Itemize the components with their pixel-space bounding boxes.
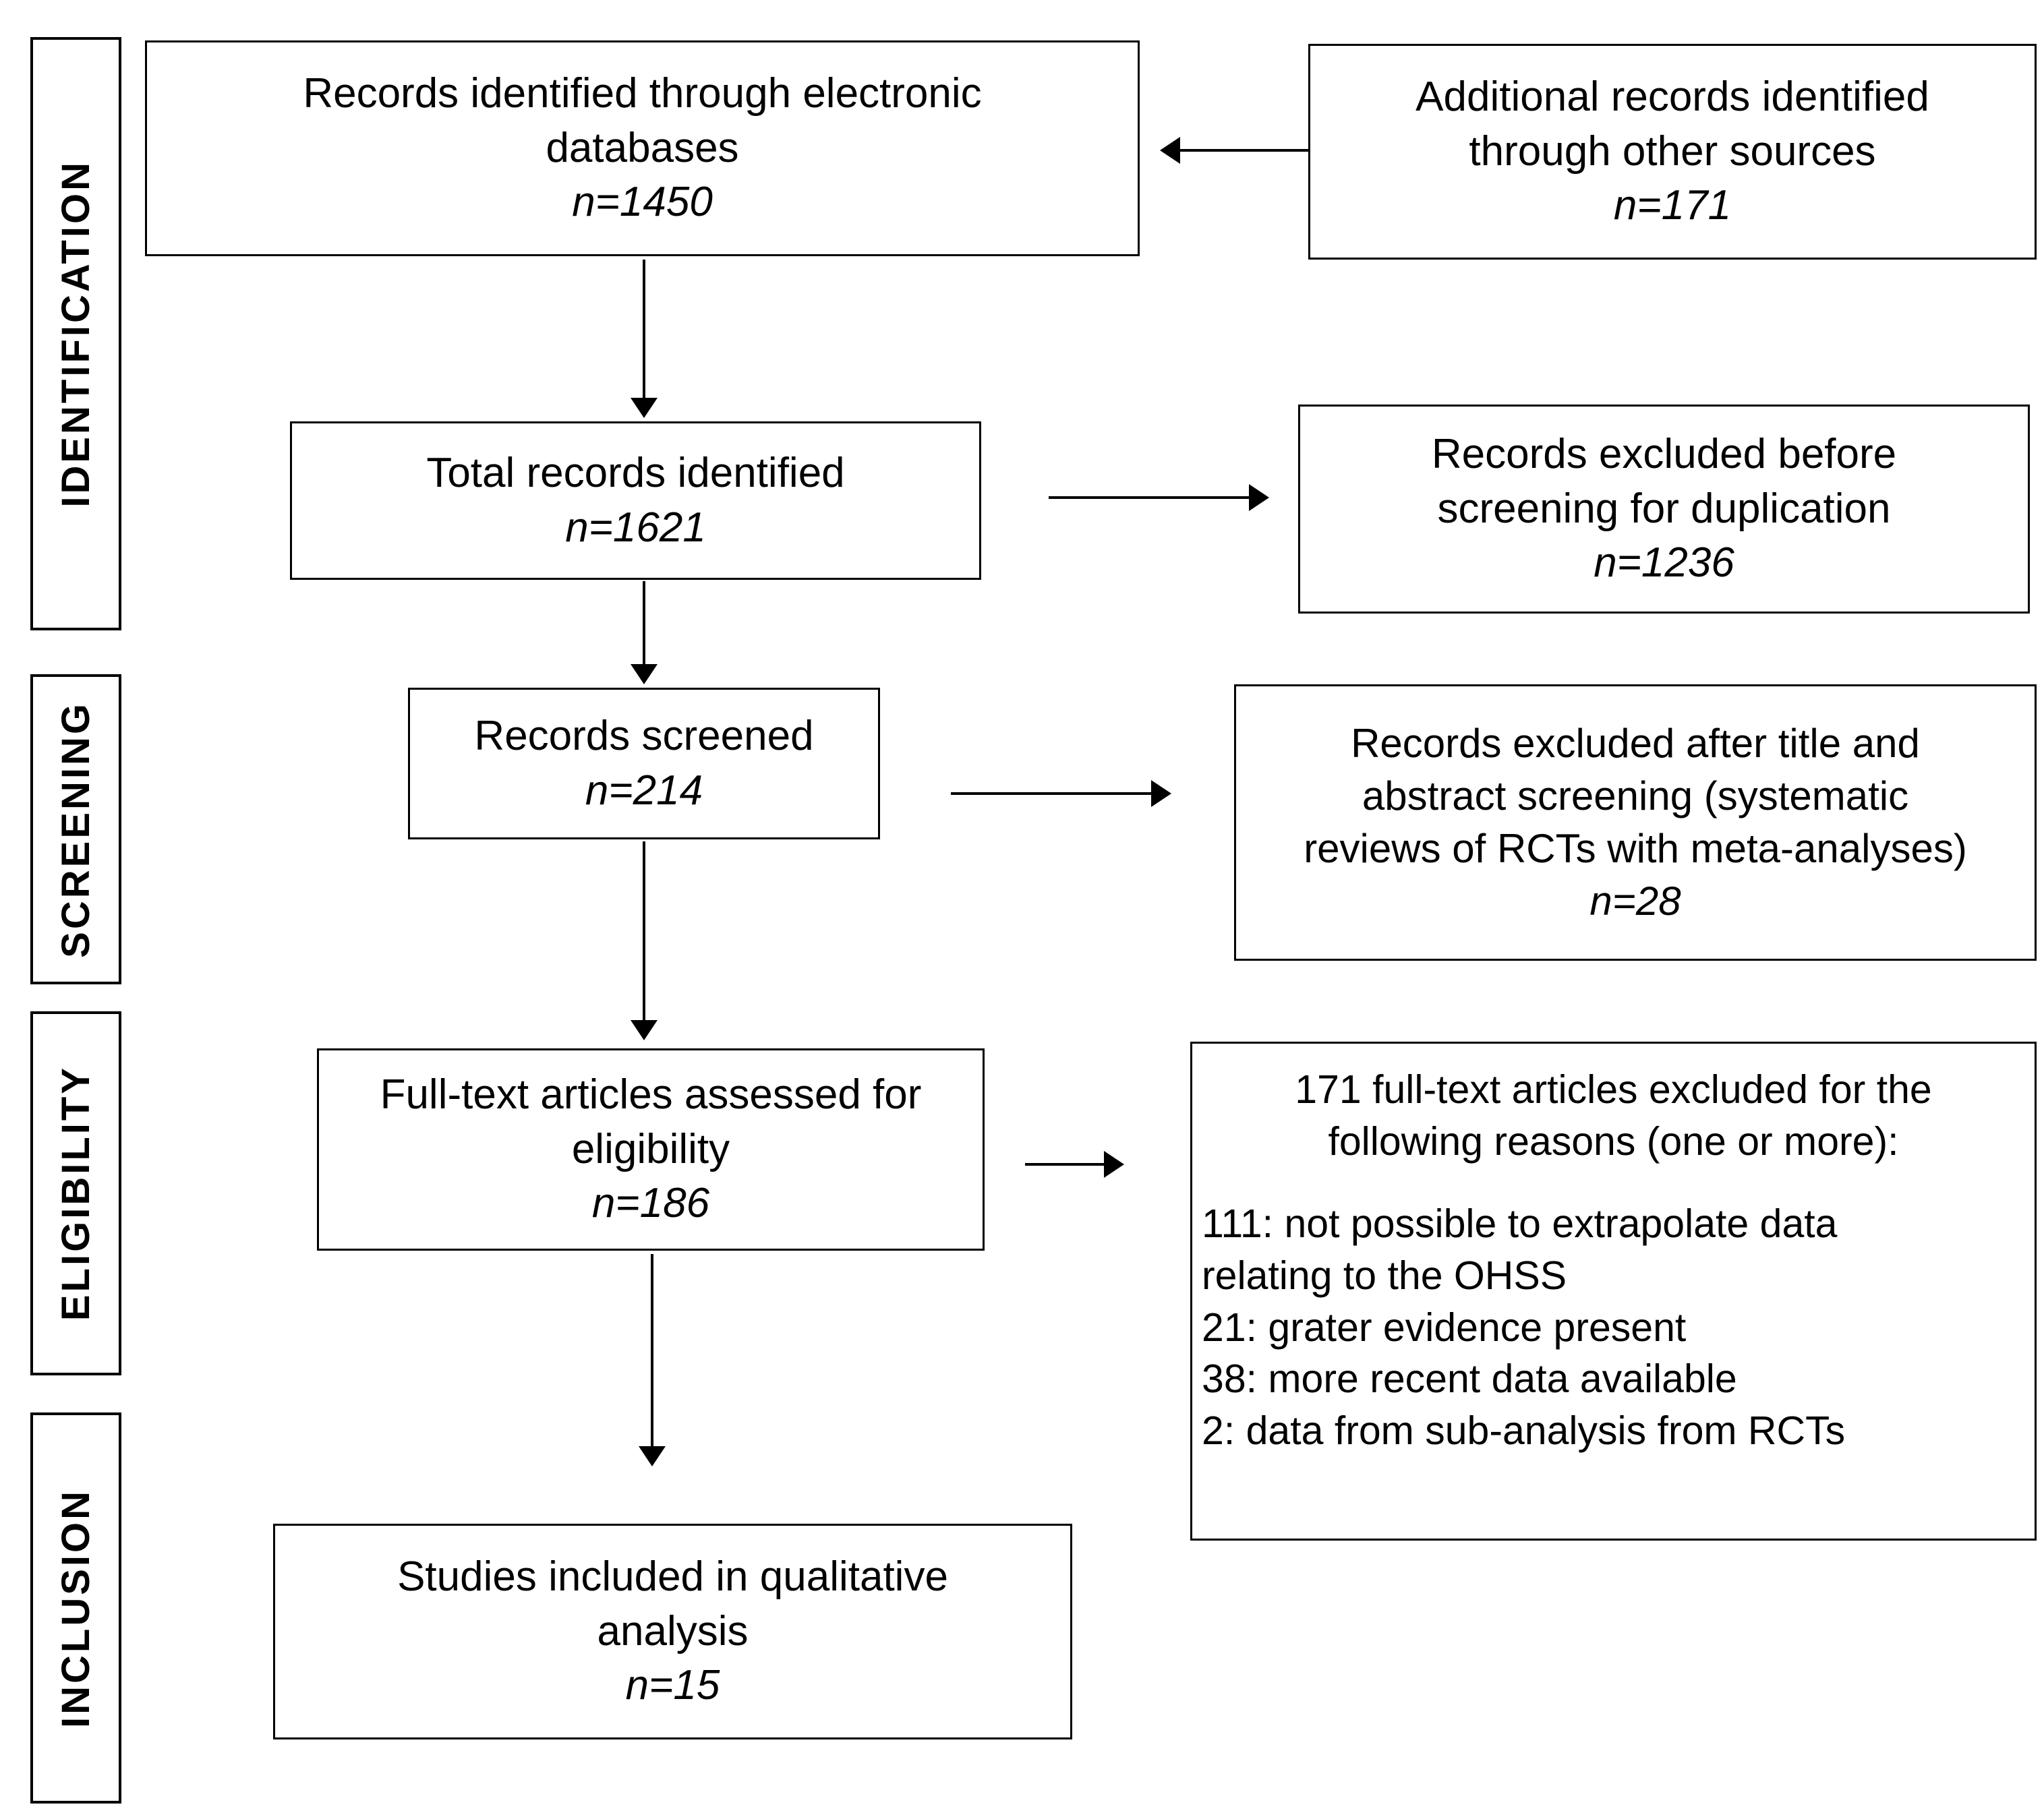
stage-label-inclusion: INCLUSION bbox=[30, 1412, 121, 1804]
box-records-excluded-duplication-line2: screening for duplication bbox=[1437, 485, 1891, 532]
connector-screened-to-fulltext-line bbox=[643, 841, 645, 1027]
box-records-excluded-title-abstract-line2: abstract screening (systematic bbox=[1362, 773, 1909, 818]
connector-screened-to-excluded-arrowhead bbox=[1151, 780, 1171, 807]
box-additional-records-line1: Additional records identified bbox=[1415, 73, 1929, 121]
stage-label-identification: IDENTIFICATION bbox=[30, 37, 121, 630]
box-fulltext-excluded-reason-1: 111: not possible to extrapolate data bbox=[1202, 1201, 1838, 1247]
connector-databases-to-total-line bbox=[643, 260, 645, 405]
box-records-identified-databases-line2: databases bbox=[546, 124, 739, 171]
connector-fulltext-to-reasons-arrowhead bbox=[1104, 1151, 1124, 1178]
box-records-excluded-title-abstract-line3: reviews of RCTs with meta-analyses) bbox=[1304, 826, 1967, 871]
stage-label-eligibility: ELIGIBILITY bbox=[30, 1011, 121, 1375]
box-total-records-identified: Total records identified n=1621 bbox=[290, 421, 981, 580]
stage-label-screening: SCREENING bbox=[30, 674, 121, 984]
connector-screened-to-excluded-line bbox=[951, 792, 1153, 795]
stage-label-eligibility-text: ELIGIBILITY bbox=[54, 1065, 98, 1321]
box-fulltext-excluded-reasons-line2: following reasons (one or more): bbox=[1328, 1119, 1899, 1164]
box-records-excluded-title-abstract-count: n=28 bbox=[1589, 878, 1681, 924]
box-records-screened-count: n=214 bbox=[585, 767, 703, 814]
box-fulltext-excluded-reason-1-cont: relating to the OHSS bbox=[1202, 1253, 1567, 1299]
box-studies-included: Studies included in qualitative analysis… bbox=[273, 1524, 1072, 1739]
box-studies-included-line1: Studies included in qualitative bbox=[397, 1553, 948, 1601]
box-records-excluded-title-abstract-line1: Records excluded after title and bbox=[1351, 721, 1920, 766]
box-fulltext-excluded-reason-2: 21: grater evidence present bbox=[1202, 1305, 1687, 1350]
connector-fulltext-to-included-line bbox=[651, 1254, 653, 1453]
box-total-records-identified-line1: Total records identified bbox=[426, 449, 845, 496]
stage-label-screening-text: SCREENING bbox=[54, 701, 98, 958]
stage-label-identification-text: IDENTIFICATION bbox=[54, 160, 98, 508]
connector-fulltext-to-reasons-line bbox=[1025, 1163, 1106, 1166]
box-fulltext-excluded-reason-3: 38: more recent data available bbox=[1202, 1357, 1737, 1402]
connector-total-to-screened-line bbox=[643, 581, 645, 672]
box-fulltext-excluded-reasons-line1: 171 full-text articles excluded for the bbox=[1295, 1067, 1932, 1112]
box-records-excluded-title-abstract: Records excluded after title and abstrac… bbox=[1234, 684, 2037, 961]
box-total-records-identified-count: n=1621 bbox=[565, 504, 706, 551]
box-additional-records-count: n=171 bbox=[1613, 182, 1732, 229]
box-records-excluded-duplication-line1: Records excluded before bbox=[1431, 431, 1897, 478]
box-studies-included-count: n=15 bbox=[625, 1662, 720, 1709]
stage-label-inclusion-text: INCLUSION bbox=[54, 1488, 98, 1728]
connector-total-to-screened-arrowhead bbox=[631, 664, 658, 684]
box-fulltext-excluded-reason-4: 2: data from sub-analysis from RCTs bbox=[1202, 1408, 1846, 1454]
connector-databases-to-total-arrowhead bbox=[631, 398, 658, 418]
box-additional-records-line2: through other sources bbox=[1469, 127, 1876, 175]
box-records-excluded-duplication-count: n=1236 bbox=[1594, 539, 1734, 587]
connector-additional-to-databases-line bbox=[1180, 149, 1308, 152]
box-fulltext-assessed-line1: Full-text articles assessed for bbox=[380, 1071, 922, 1119]
connector-total-to-duplication-arrowhead bbox=[1249, 484, 1269, 511]
box-records-identified-databases-count: n=1450 bbox=[572, 179, 713, 226]
box-records-screened: Records screened n=214 bbox=[408, 688, 880, 839]
box-records-identified-databases: Records identified through electronic da… bbox=[145, 40, 1140, 256]
connector-total-to-duplication-line bbox=[1049, 496, 1251, 499]
box-studies-included-line2: analysis bbox=[597, 1607, 749, 1655]
box-fulltext-assessed-line2: eligibility bbox=[571, 1125, 730, 1172]
box-records-screened-line1: Records screened bbox=[474, 712, 814, 759]
connector-additional-to-databases-arrowhead bbox=[1160, 137, 1180, 164]
connector-screened-to-fulltext-arrowhead bbox=[631, 1020, 658, 1040]
box-fulltext-assessed: Full-text articles assessed for eligibil… bbox=[317, 1048, 985, 1251]
box-fulltext-excluded-reasons: 171 full-text articles excluded for the … bbox=[1190, 1042, 2037, 1541]
box-records-identified-databases-line1: Records identified through electronic bbox=[303, 70, 982, 117]
connector-fulltext-to-included-arrowhead bbox=[639, 1446, 666, 1466]
box-records-excluded-duplication: Records excluded before screening for du… bbox=[1298, 405, 2030, 614]
box-fulltext-assessed-count: n=186 bbox=[591, 1180, 710, 1227]
box-additional-records: Additional records identified through ot… bbox=[1308, 44, 2037, 260]
